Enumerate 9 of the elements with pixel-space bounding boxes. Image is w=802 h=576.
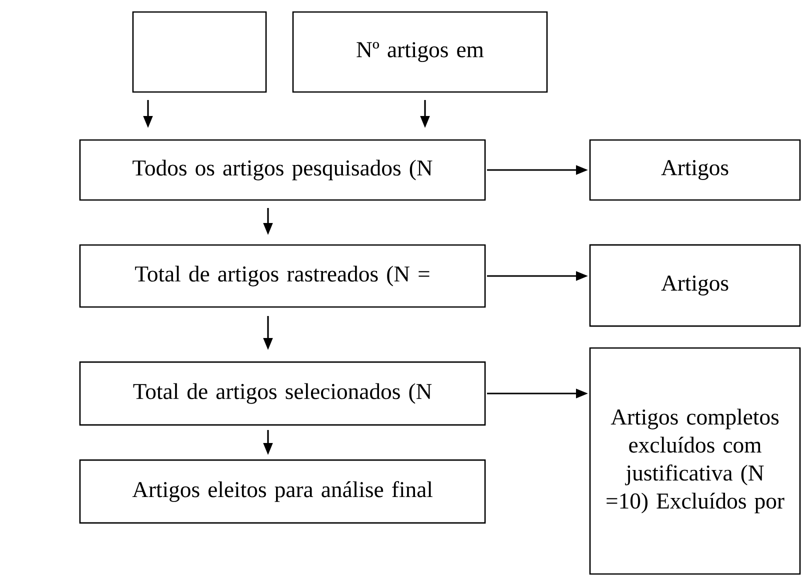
process-box: Todos os artigos pesquisados (N [79,139,486,201]
process-box: Artigos completos excluídos com justificativa (N =10) Excluídos por [589,347,801,575]
process-box: Artigos [589,244,801,327]
process-box: Total de artigos rastreados (N = [79,244,486,308]
empty-box [132,11,267,93]
process-box: Total de artigos selecionados (N [79,361,486,426]
process-box: Artigos eleitos para análise final [79,459,486,524]
process-box: Nº artigos em [292,11,548,93]
process-box: Artigos [589,139,801,201]
